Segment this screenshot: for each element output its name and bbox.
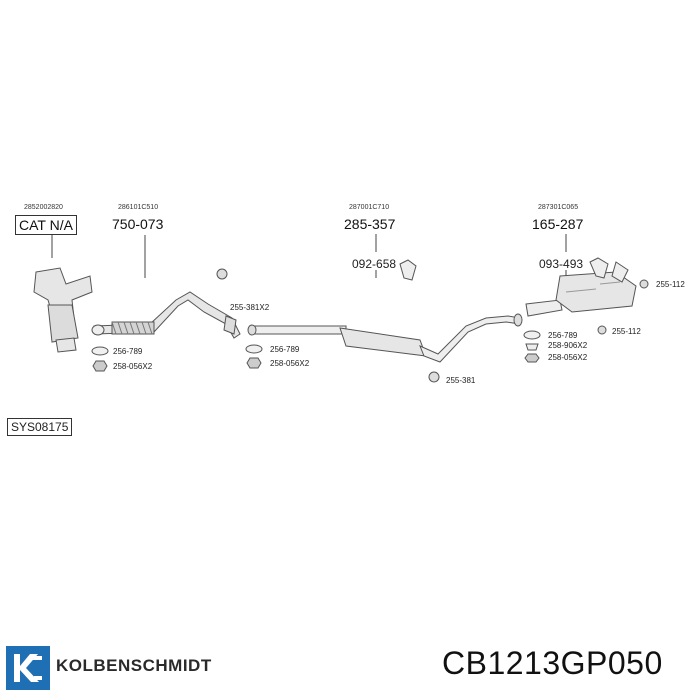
fitting-label: 258-056X2 <box>548 353 588 362</box>
part-number: CB1213GP050 <box>442 645 663 681</box>
part-label-middle-sub: 092-658 <box>352 257 397 271</box>
oem-number-cat: 2852002820 <box>24 204 63 211</box>
part-label-cat: CAT N/A <box>15 215 77 235</box>
fitting-label: 258-056X2 <box>113 362 153 371</box>
kolbenschmidt-logo-icon <box>6 646 50 690</box>
oem-number-middle: 287001C710 <box>349 204 390 211</box>
fitting-label: 256-789 <box>270 345 300 354</box>
part-label-rear-sub: 093-493 <box>539 257 584 271</box>
brand-name: KOLBENSCHMIDT <box>56 656 212 675</box>
front-pipe <box>91 291 241 339</box>
catalytic-converter <box>33 267 93 353</box>
fitting-label: 258-906X2 <box>548 341 588 350</box>
oem-number-front-pipe: 286101C510 <box>118 204 159 211</box>
fitting-label: 258-056X2 <box>270 359 310 368</box>
hangers-clamps <box>91 257 649 383</box>
rear-muffler <box>525 261 637 317</box>
middle-section <box>247 313 523 363</box>
part-label-middle: 285-357 <box>344 216 396 232</box>
part-label-front-pipe: 750-073 <box>112 216 164 232</box>
fitting-label: 256-789 <box>548 331 578 340</box>
fitting-label: 255-112 <box>656 280 685 289</box>
fitting-label: 255-112 <box>612 327 641 336</box>
fitting-label: 255-381 <box>446 376 476 385</box>
fitting-label: 255-381X2 <box>230 303 270 312</box>
fitting-label: 256-789 <box>113 347 143 356</box>
oem-number-rear: 287301C065 <box>538 204 579 211</box>
system-code: SYS08175 <box>7 418 73 436</box>
part-label-rear: 165-287 <box>532 216 584 232</box>
